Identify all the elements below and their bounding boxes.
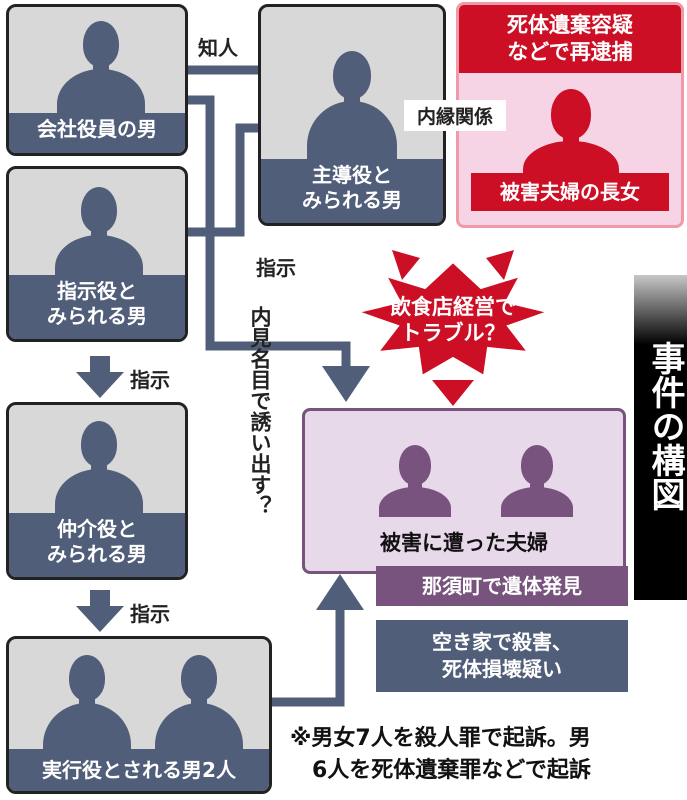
instruction-label-leader: 指示 <box>256 256 296 280</box>
instructor-box: 指示役と みられる男 <box>6 166 188 342</box>
trouble-label: 飲食店経営で トラブル？ <box>390 295 516 345</box>
daughter-box: 死体遺棄容疑 などで再逮捕 被害夫婦の長女 <box>456 2 684 228</box>
victims-found-note: 那須町で遺体発見 <box>376 566 628 606</box>
exec-to-victims-line <box>186 95 351 368</box>
instructor-label: 指示役と みられる男 <box>9 275 185 339</box>
footnote-line-1: ※男女7人を殺人罪で起訴。男 <box>290 726 591 751</box>
victims-box: 被害に遭った夫婦 <box>302 408 626 574</box>
leader-label: 主導役と みられる男 <box>261 159 443 223</box>
daughter-status: 死体遺棄容疑 などで再逮捕 <box>459 5 681 73</box>
kinship-label: 内縁関係 <box>404 100 506 131</box>
perpetrators-box: 実行役とされる男2人 <box>6 636 272 794</box>
burst-arrow-down <box>432 380 474 406</box>
instruction-label-2: 指示 <box>130 602 170 626</box>
sidebar-title-panel: 事件の構図 <box>634 275 687 600</box>
executive-label: 会社役員の男 <box>9 113 185 153</box>
mediator-label: 仲介役と みられる男 <box>9 513 185 577</box>
leader-to-instructor-line <box>180 123 265 237</box>
victims-cause-note: 空き家で殺害、 死体損壊疑い <box>376 620 628 692</box>
burst-arrow-up-right <box>486 250 514 280</box>
exec-to-victims-arrowhead <box>322 366 370 402</box>
sidebar-title: 事件の構図 <box>645 341 685 511</box>
daughter-label: 被害夫婦の長女 <box>471 173 669 211</box>
instruction-label-1: 指示 <box>130 368 170 392</box>
mediator-box: 仲介役と みられる男 <box>6 402 188 580</box>
victims-label: 被害に遭った夫婦 <box>380 531 548 555</box>
trouble-burst <box>354 250 552 406</box>
acquaintance-label: 知人 <box>198 36 238 60</box>
burst-arrow-up-left <box>392 250 420 280</box>
executive-box: 会社役員の男 <box>6 4 188 156</box>
lured-label: 内見名目で誘い出す？ <box>248 306 272 516</box>
footnote-line-2: 6人を死体遺棄罪などで起訴 <box>312 758 591 783</box>
perpetrators-to-victims-arrowhead <box>316 574 364 610</box>
mediator-to-perpetrators-arrow <box>76 590 124 632</box>
instructor-to-mediator-arrow <box>76 356 124 398</box>
perpetrators-label: 実行役とされる男2人 <box>9 749 269 791</box>
